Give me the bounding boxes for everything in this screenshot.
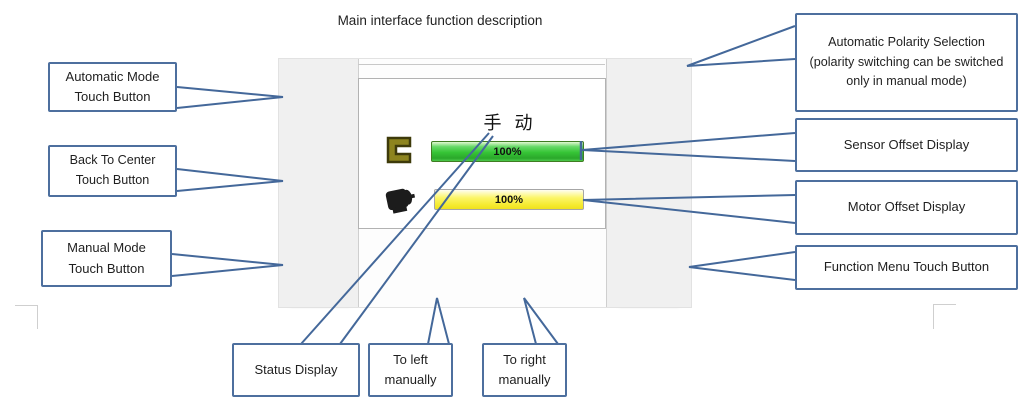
- sensor-offset-bar: 100%: [431, 141, 584, 162]
- callout-sensor-offset: Sensor Offset Display: [795, 118, 1018, 172]
- callout-line: manually: [384, 372, 437, 387]
- status-display-text: 手 动: [483, 113, 537, 133]
- hmi-screen-mockup: [278, 58, 692, 308]
- callout-manual-mode: Manual Mode Touch Button: [41, 230, 172, 287]
- callout-line: Automatic Polarity Selection: [828, 35, 985, 50]
- table-corner-mark: [933, 304, 956, 329]
- callout-line: Touch Button: [68, 260, 145, 276]
- callout-line: To left: [393, 351, 428, 367]
- callout-line: Touch Button: [75, 173, 150, 187]
- callout-polarity-selection: Automatic Polarity Selection (polarity s…: [795, 13, 1018, 112]
- callout-automatic-mode: Automatic Mode Touch Button: [48, 62, 177, 112]
- callout-status-display: Status Display: [232, 343, 360, 397]
- callout-line: only in manual mode): [846, 74, 967, 89]
- callout-line: Function Menu Touch Button: [823, 259, 990, 275]
- callout-motor-offset: Motor Offset Display: [795, 180, 1018, 235]
- callout-line: Motor Offset Display: [847, 199, 966, 215]
- motor-icon: [383, 182, 416, 221]
- callout-to-right-manually: To right manually: [482, 343, 567, 397]
- callout-line: To right: [503, 351, 546, 367]
- callout-line: (polarity switching can be switched: [809, 54, 1004, 69]
- callout-back-to-center: Back To Center Touch Button: [48, 145, 177, 197]
- sensor-bracket-icon: [383, 136, 416, 169]
- callout-line: manually: [498, 372, 551, 387]
- callout-function-menu: Function Menu Touch Button: [795, 245, 1018, 290]
- callout-to-left-manually: To left manually: [368, 343, 453, 397]
- table-corner-mark: [15, 305, 38, 329]
- callout-line: Back To Center: [69, 153, 156, 168]
- callout-line: Touch Button: [74, 89, 151, 104]
- callout-line: Sensor Offset Display: [843, 136, 970, 152]
- callout-line: Automatic Mode: [65, 68, 160, 84]
- motor-offset-value: 100%: [494, 193, 524, 206]
- page-title: Main interface function description: [337, 13, 543, 28]
- callout-line: Manual Mode: [67, 240, 146, 256]
- screen-grid-line: [358, 64, 605, 65]
- motor-offset-bar: 100%: [434, 189, 584, 210]
- sensor-offset-value: 100%: [493, 145, 522, 158]
- callout-line: Status Display: [254, 361, 338, 377]
